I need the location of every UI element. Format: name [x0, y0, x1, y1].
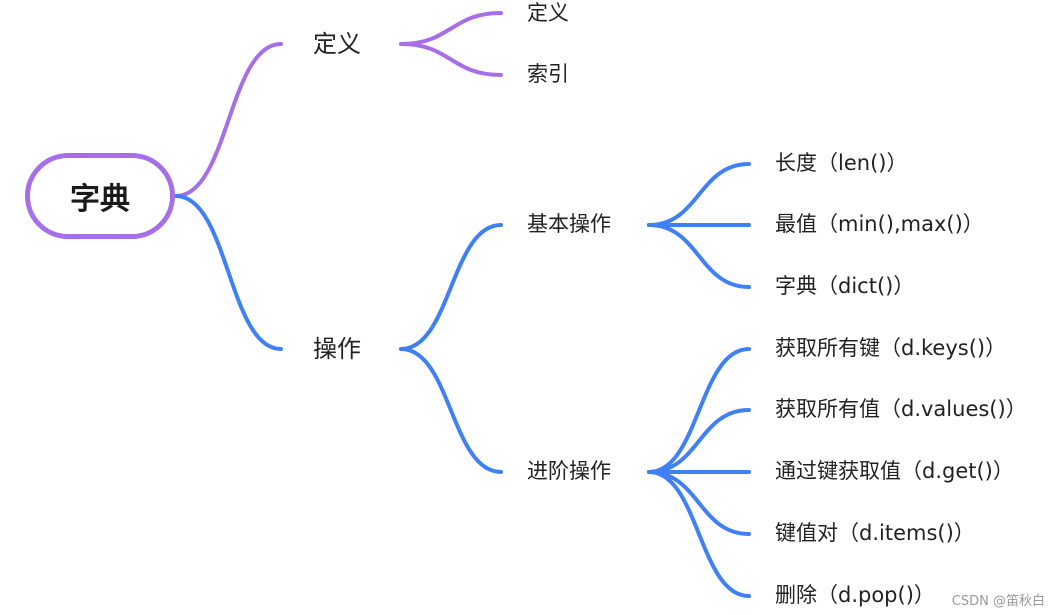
edge-operation-basic [399, 223, 503, 351]
edge-advanced-leaf-4 [647, 470, 751, 598]
edge-root-definition [174, 42, 283, 198]
edge-root-operation [174, 194, 283, 351]
node-min-max[interactable]: 最值（min(),max()） [775, 212, 984, 236]
edge-basic-leaf-2 [647, 223, 751, 289]
edge-advanced-leaf-0 [647, 347, 751, 474]
node-operation[interactable]: 操作 [313, 335, 361, 363]
watermark: CSDN @笛秋白 [951, 594, 1045, 609]
edge-definition-index [399, 42, 503, 77]
node-advanced-operations[interactable]: 进阶操作 [527, 459, 611, 483]
node-get[interactable]: 通过键获取值（d.get()） [775, 459, 1014, 483]
root-node-dictionary[interactable]: 字典 [25, 153, 175, 239]
edge-advanced-leaf-3 [647, 470, 751, 536]
node-keys[interactable]: 获取所有键（d.keys()） [775, 336, 1007, 360]
node-items[interactable]: 键值对（d.items()） [775, 521, 975, 545]
edge-basic-leaf-0 [647, 162, 751, 227]
operation-branch-connectors [174, 162, 751, 598]
node-definition-child[interactable]: 定义 [527, 1, 569, 25]
node-length[interactable]: 长度（len()） [775, 151, 908, 175]
node-values[interactable]: 获取所有值（d.values()） [775, 397, 1027, 421]
node-pop[interactable]: 删除（d.pop()） [775, 583, 935, 607]
definition-branch-connectors [174, 11, 503, 198]
node-dict-constructor[interactable]: 字典（dict()） [775, 274, 915, 298]
edge-advanced-leaf-1 [647, 408, 751, 474]
node-definition[interactable]: 定义 [313, 30, 361, 58]
edge-operation-advanced [399, 347, 503, 474]
node-index[interactable]: 索引 [527, 62, 569, 86]
node-basic-operations[interactable]: 基本操作 [527, 212, 611, 236]
edge-definition-child [399, 11, 503, 46]
